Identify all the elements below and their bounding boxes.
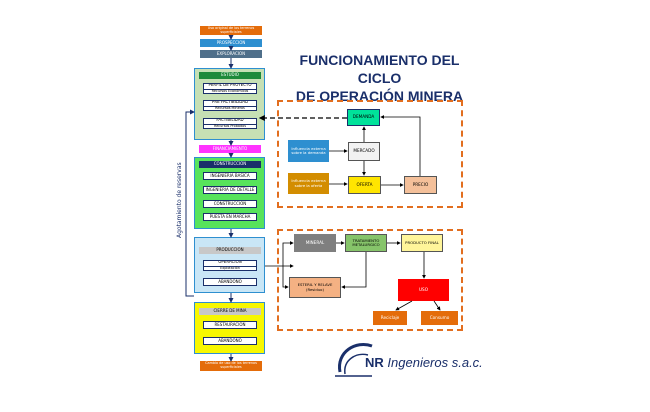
mineral-box: MINERAL: [294, 234, 336, 252]
factibilidad-box: FACTIBILIDAD Recursos Probados: [203, 118, 257, 129]
perfil-proyecto-box: PERFIL DE PROYECTO Recursos Económicos: [203, 83, 257, 94]
logo-mark: NR: [365, 355, 384, 370]
estudio-header: ESTUDIO: [199, 72, 261, 79]
producto-box: PRODUCTO FINAL: [401, 234, 443, 252]
exploracion-box: EXPLORACION: [200, 50, 262, 58]
ingenieria-detalle-box: INGENIERIA DE DETALLE: [203, 186, 257, 194]
influencia-oferta-box: Influencia externa sobre la oferta: [288, 173, 329, 194]
nr-logo-icon: [335, 343, 373, 377]
ingenieria-basica-box: INGENIERIA BASICA: [203, 172, 257, 180]
operacion-box: OPERACION Explotación: [203, 260, 257, 271]
uso-original-box: Uso original de los terrenos superficial…: [200, 26, 262, 35]
cierre-header: CIERRE DE MINA: [199, 308, 261, 315]
market-region: [277, 100, 463, 208]
perfil-label: PERFIL DE PROYECTO: [208, 83, 252, 88]
abandono-box-1: ABANDONO: [203, 278, 257, 286]
company-logo: NR Ingenieros s.a.c.: [365, 355, 483, 370]
precio-box: PRECIO: [404, 176, 437, 194]
esteril-box: ESTERIL Y RELAVE (Residuo): [289, 277, 341, 298]
oferta-box: OFERTA: [348, 176, 381, 194]
financiamiento-box: FINANCIAMIENTO: [199, 145, 261, 153]
fact-label: FACTIBILIDAD: [216, 118, 244, 123]
produccion-header: PRODUCCION: [199, 247, 261, 254]
prefact-sublabel: Recursos Mineros: [204, 105, 256, 110]
prefact-label: PRE FACTIBILIDAD: [211, 100, 249, 105]
prefactibilidad-box: PRE FACTIBILIDAD Recursos Mineros: [203, 100, 257, 111]
consumo-box: Consumo: [421, 311, 458, 325]
perfil-sublabel: Recursos Económicos: [204, 88, 256, 93]
puesta-marcha-box: PUESTA EN MARCHA: [203, 213, 257, 221]
construccion-header: CONSTRUCCION: [199, 161, 261, 168]
restauracion-box: RESTAURACION: [203, 321, 257, 329]
fact-sublabel: Recursos Probados: [204, 123, 256, 128]
prospeccion-box: PROSPECCION: [200, 39, 262, 47]
demanda-box: DEMANDA: [347, 109, 380, 126]
construccion-sub-box: CONSTRUCCION: [203, 200, 257, 208]
uso-box: USO: [398, 279, 449, 301]
process-region: [277, 229, 463, 331]
operacion-label: OPERACION: [218, 260, 242, 265]
title-line-1: FUNCIONAMIENTO DEL CICLO: [299, 52, 460, 86]
tratamiento-box: TRATAMIENTO METALURGICO: [345, 234, 387, 252]
logo-text: Ingenieros s.a.c.: [387, 355, 483, 370]
operacion-sublabel: Explotación: [204, 265, 256, 270]
mercado-box: MERCADO: [348, 142, 380, 161]
cambio-uso-box: Cambio de uso de los terrenos superficia…: [200, 361, 262, 371]
influencia-demanda-box: Influencia externa sobre la demanda: [288, 140, 329, 162]
reciclaje-box: Reciclaje: [373, 311, 407, 325]
abandono-box-2: ABANDONO: [203, 337, 257, 345]
